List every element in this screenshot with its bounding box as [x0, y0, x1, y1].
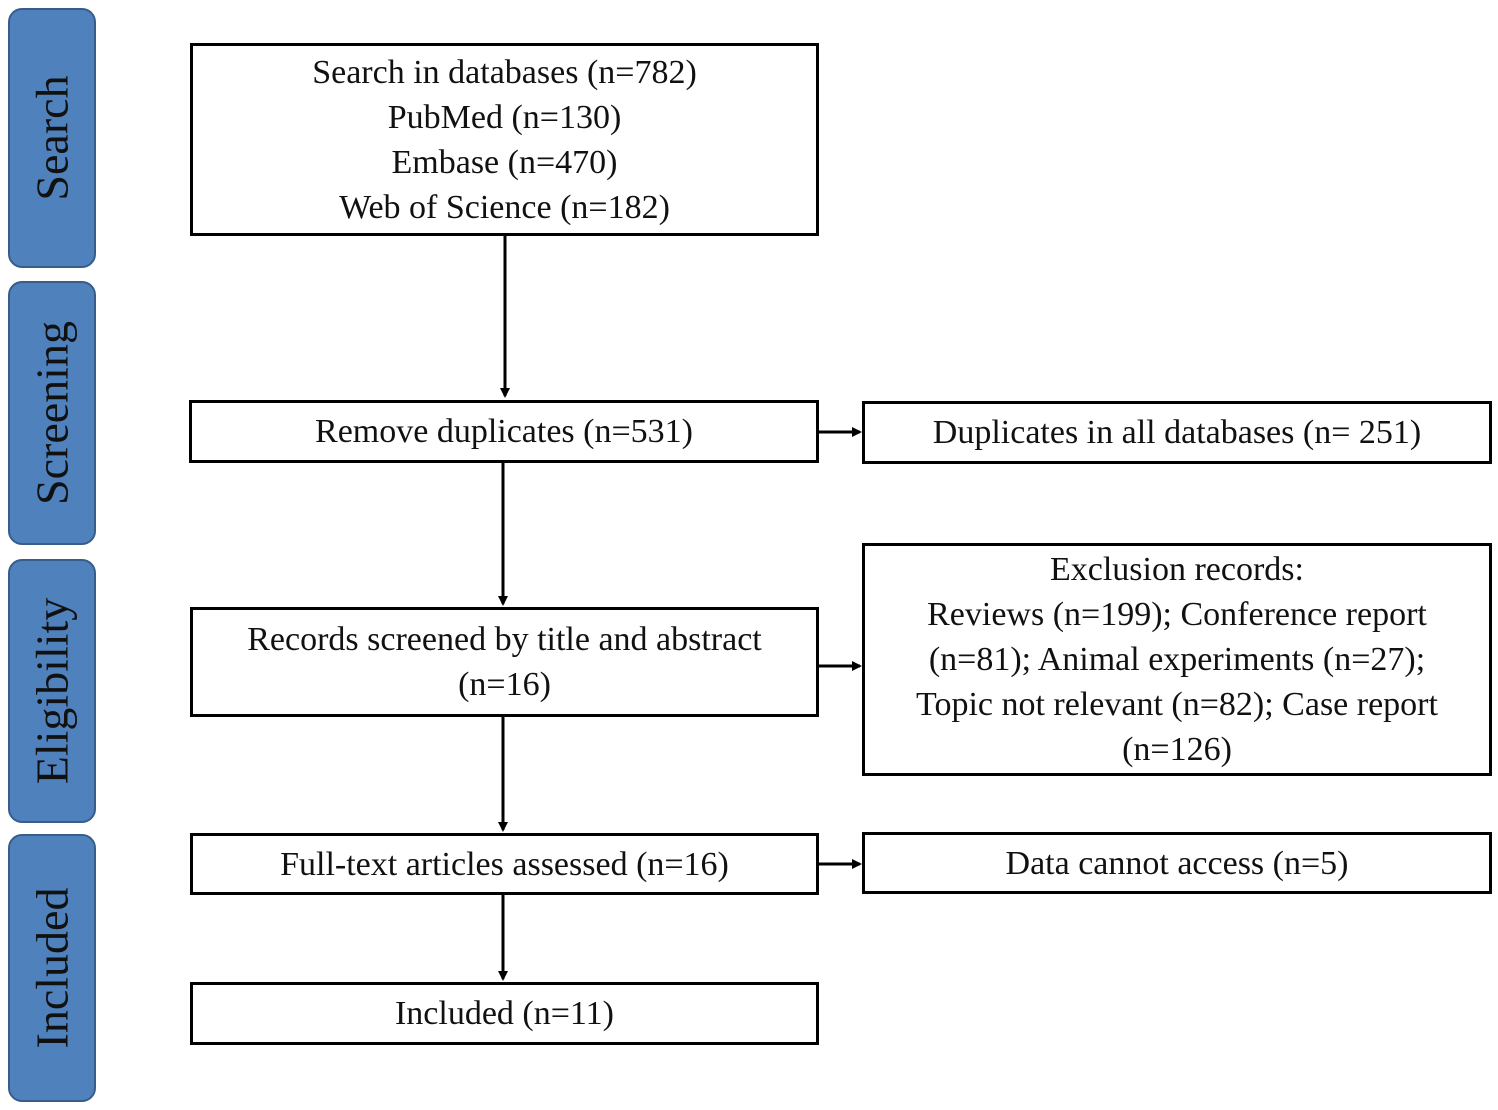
records-screened-box: Records screened by title and abstract (… — [190, 607, 819, 717]
included-box: Included (n=11) — [190, 982, 819, 1045]
included-text: Included (n=11) — [394, 995, 614, 1032]
stage-included: Included — [8, 834, 96, 1102]
search-line-wos: Web of Science (n=182) — [339, 188, 670, 226]
stage-eligibility: Eligibility — [8, 559, 96, 823]
remove-duplicates-text: Remove duplicates (n=531) — [315, 413, 693, 450]
records-screened-line-1: Records screened by title and abstract — [247, 621, 762, 658]
exclusion-line-5: (n=126) — [1122, 731, 1232, 768]
exclusion-line-2: Reviews (n=199); Conference report — [927, 596, 1427, 633]
search-line-embase: Embase (n=470) — [391, 143, 618, 181]
stage-screening: Screening — [8, 281, 96, 545]
stage-search: Search — [8, 8, 96, 268]
data-cannot-access-text: Data cannot access (n=5) — [1005, 844, 1349, 882]
duplicates-all-text: Duplicates in all databases (n= 251) — [932, 414, 1422, 451]
fulltext-assessed-text: Full-text articles assessed (n=16) — [280, 845, 729, 883]
exclusion-records-box: Exclusion records: Reviews (n=199); Conf… — [862, 543, 1492, 776]
exclusion-line-4: Topic not relevant (n=82); Case report — [916, 686, 1438, 723]
data-cannot-access-box: Data cannot access (n=5) — [862, 832, 1492, 894]
search-line-total: Search in databases (n=782) — [312, 53, 697, 91]
exclusion-line-1: Exclusion records: — [1050, 551, 1304, 588]
search-databases-box: Search in databases (n=782) PubMed (n=13… — [190, 43, 819, 236]
duplicates-all-box: Duplicates in all databases (n= 251) — [862, 401, 1492, 464]
search-line-pubmed: PubMed (n=130) — [387, 98, 622, 136]
remove-duplicates-box: Remove duplicates (n=531) — [189, 400, 819, 463]
records-screened-line-2: (n=16) — [458, 666, 551, 703]
fulltext-assessed-box: Full-text articles assessed (n=16) — [190, 833, 819, 895]
exclusion-line-3: (n=81); Animal experiments (n=27); — [928, 641, 1426, 678]
